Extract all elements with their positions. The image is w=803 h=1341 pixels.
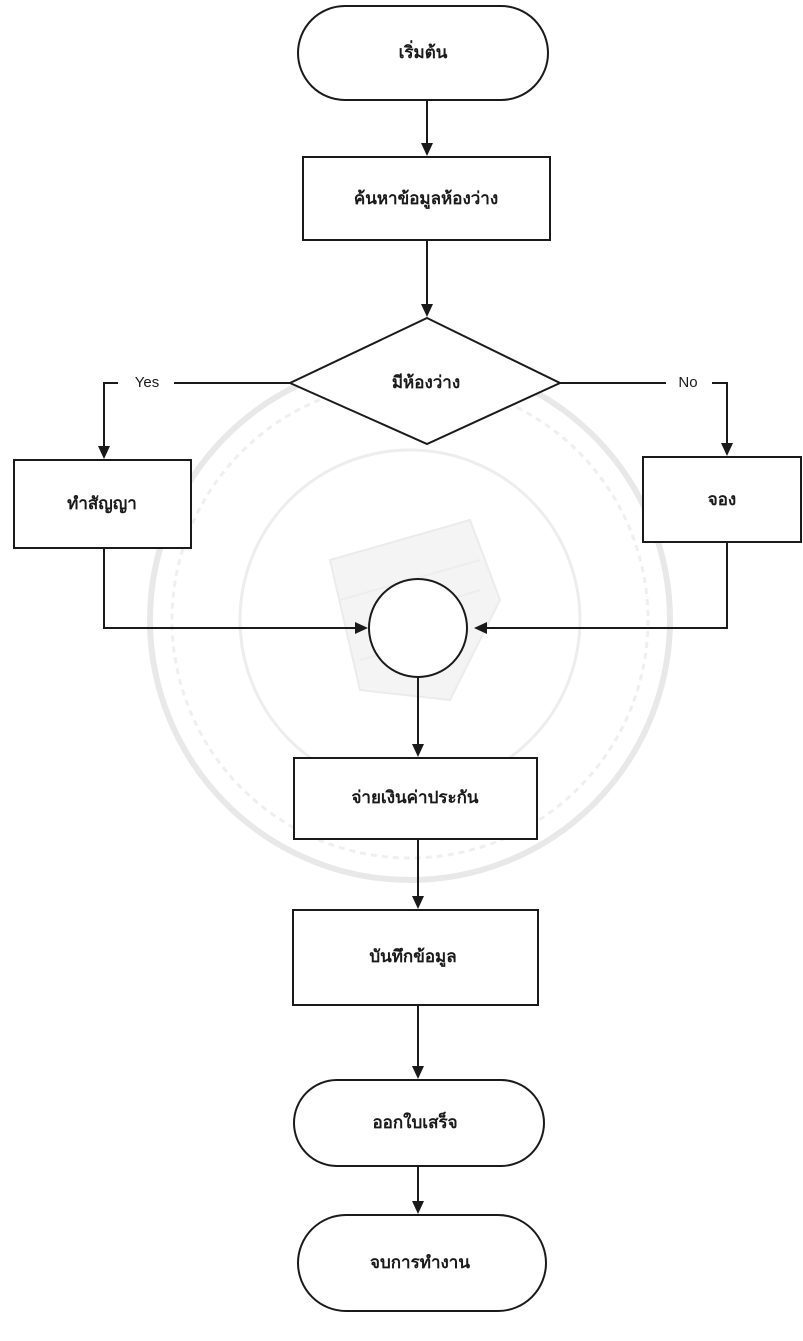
reserve-label: จอง [708, 490, 736, 510]
contract-label: ทำสัญญา [67, 494, 137, 514]
reserve-process: จอง [642, 456, 802, 543]
contract-process: ทำสัญญา [13, 459, 192, 549]
record-label: บันทึกข้อมูล [369, 947, 456, 968]
search-process: ค้นหาข้อมูลห้องว่าง [302, 156, 551, 241]
receipt-terminal: ออกใบเสร็จ [293, 1079, 545, 1167]
yes-branch-label: Yes [135, 374, 159, 391]
search-label: ค้นหาข้อมูลห้องว่าง [354, 189, 498, 210]
connectors [98, 100, 733, 1214]
decision-diamond: มีห้องว่าง [287, 316, 563, 446]
end-label: จบการทำงาน [370, 1253, 470, 1273]
end-terminal: จบการทำงาน [297, 1214, 547, 1312]
start-label: เริ่มต้น [399, 40, 448, 63]
decision-label: มีห้องว่าง [392, 372, 460, 393]
pay-process: จ่ายเงินค่าประกัน [293, 757, 538, 840]
receipt-label: ออกใบเสร็จ [372, 1110, 457, 1133]
record-process: บันทึกข้อมูล [292, 909, 539, 1006]
no-branch-label: No [678, 374, 697, 391]
merge-connector [368, 578, 468, 678]
pay-label: จ่ายเงินค่าประกัน [351, 788, 478, 808]
start-terminal: เริ่มต้น [297, 5, 549, 101]
